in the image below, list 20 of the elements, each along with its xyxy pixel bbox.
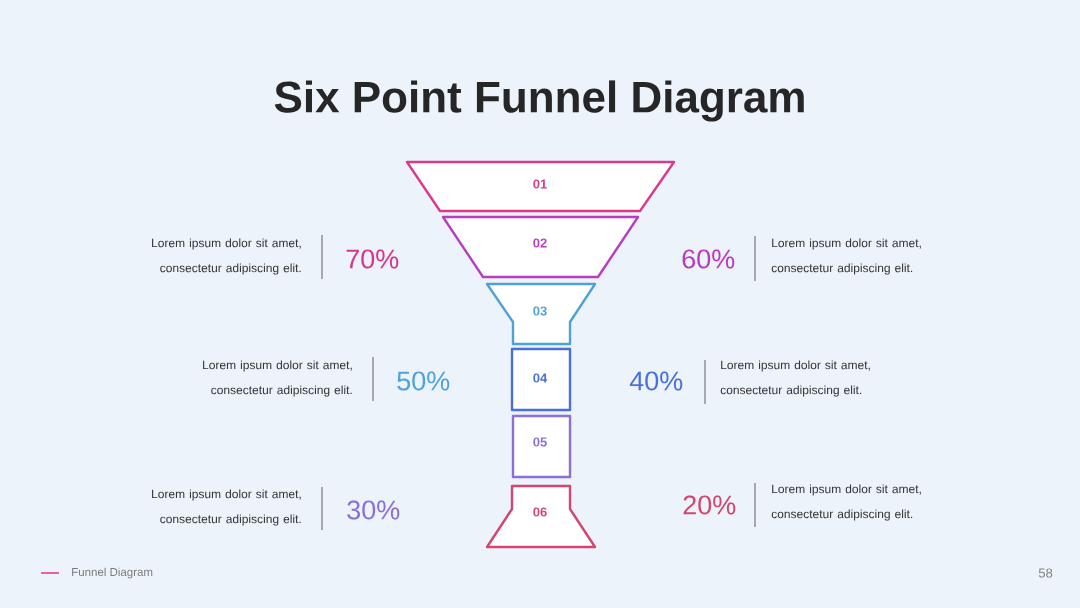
funnel-segment: 03 — [485, 282, 597, 346]
percentage-label: 60% — [682, 249, 735, 269]
description-text: Lorem ipsum dolor sit amet, consectetur adipiscing elit. — [152, 489, 301, 526]
description-text: Lorem ipsum dolor sit amet, consectetur adipiscing elit. — [720, 360, 870, 397]
funnel-segment: 05 — [511, 414, 572, 479]
description-text: Lorem ipsum dolor sit amet, consectetur adipiscing elit. — [771, 484, 921, 521]
description-text: Lorem ipsum dolor sit amet, consectetur adipiscing elit. — [152, 238, 301, 275]
percentage-label: 20% — [683, 495, 736, 515]
description-text: Lorem ipsum dolor sit amet, consectetur adipiscing elit. — [203, 360, 352, 397]
percentage-label: 70% — [346, 249, 399, 269]
percentage-label: 30% — [347, 500, 400, 520]
description-text: Lorem ipsum dolor sit amet, consectetur adipiscing elit. — [771, 238, 921, 275]
funnel-segment: 06 — [485, 484, 597, 549]
funnel-segment: 02 — [441, 215, 640, 279]
title: Six Point Funnel Diagram — [274, 80, 804, 122]
percentage-label: 40% — [629, 371, 683, 391]
funnel-segment: 04 — [510, 347, 572, 412]
page-number: 58 — [1038, 568, 1053, 578]
percentage-label: 50% — [397, 371, 450, 391]
footer-text: Funnel Diagram — [72, 567, 153, 579]
